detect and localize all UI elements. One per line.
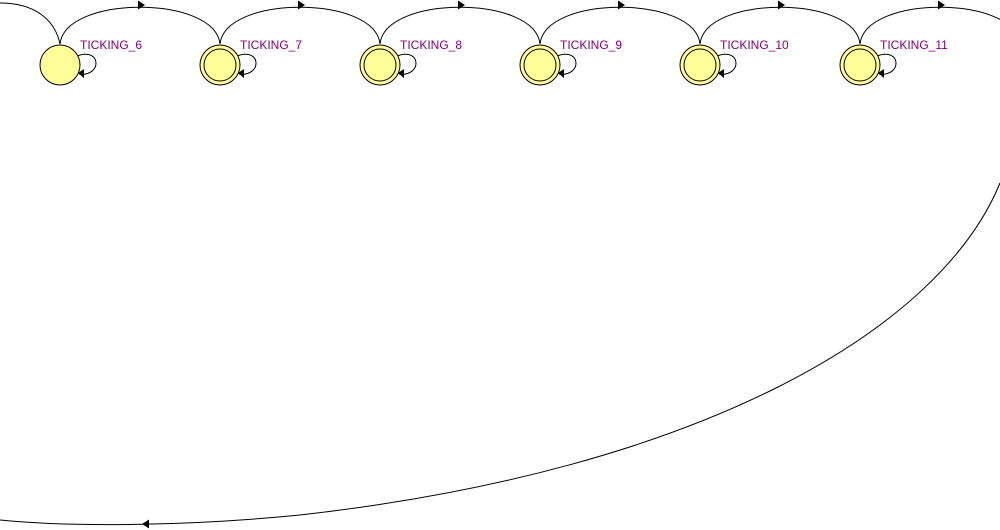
- return-transition-edge: [0, 182, 1000, 526]
- transition-arrow: [138, 0, 145, 10]
- state-label: TICKING_10: [720, 38, 789, 52]
- return-transition-arrow: [142, 519, 149, 529]
- transition-arrow: [458, 0, 465, 10]
- self-loop-edge: [556, 53, 577, 75]
- self-loop-arrow: [718, 69, 724, 78]
- transition-arrow: [298, 0, 305, 10]
- self-loop-edge: [396, 53, 417, 75]
- accepting-ring: [203, 48, 237, 82]
- incoming-transition-edge: [0, 2, 61, 45]
- state-ticking-7: TICKING_7: [199, 0, 381, 86]
- accepting-ring: [683, 48, 717, 82]
- self-loop-arrow: [78, 69, 84, 78]
- state-ticking-9: TICKING_9: [519, 0, 701, 86]
- self-loop-arrow: [878, 69, 884, 78]
- transition-arrow: [778, 0, 785, 10]
- state-node[interactable]: [39, 44, 81, 86]
- state-label: TICKING_11: [880, 38, 948, 52]
- transition-arrow: [618, 0, 625, 10]
- self-loop-arrow: [238, 69, 244, 78]
- self-loop-edge: [716, 53, 737, 75]
- accepting-ring: [843, 48, 877, 82]
- state-label: TICKING_8: [400, 38, 462, 52]
- state-ticking-11: TICKING_11: [839, 0, 1000, 86]
- state-label: TICKING_9: [560, 38, 622, 52]
- self-loop-edge: [876, 53, 897, 75]
- state-ticking-6: TICKING_6: [39, 0, 221, 86]
- state-label: TICKING_6: [80, 38, 142, 52]
- self-loop-arrow: [398, 69, 404, 78]
- transition-arrow: [938, 0, 945, 10]
- accepting-ring: [363, 48, 397, 82]
- self-loop-edge: [236, 53, 257, 75]
- accepting-ring: [523, 48, 557, 82]
- self-loop-arrow: [558, 69, 564, 78]
- self-loop-edge: [76, 53, 97, 75]
- state-ticking-10: TICKING_10: [679, 0, 861, 86]
- state-ticking-8: TICKING_8: [359, 0, 541, 86]
- state-label: TICKING_7: [240, 38, 302, 52]
